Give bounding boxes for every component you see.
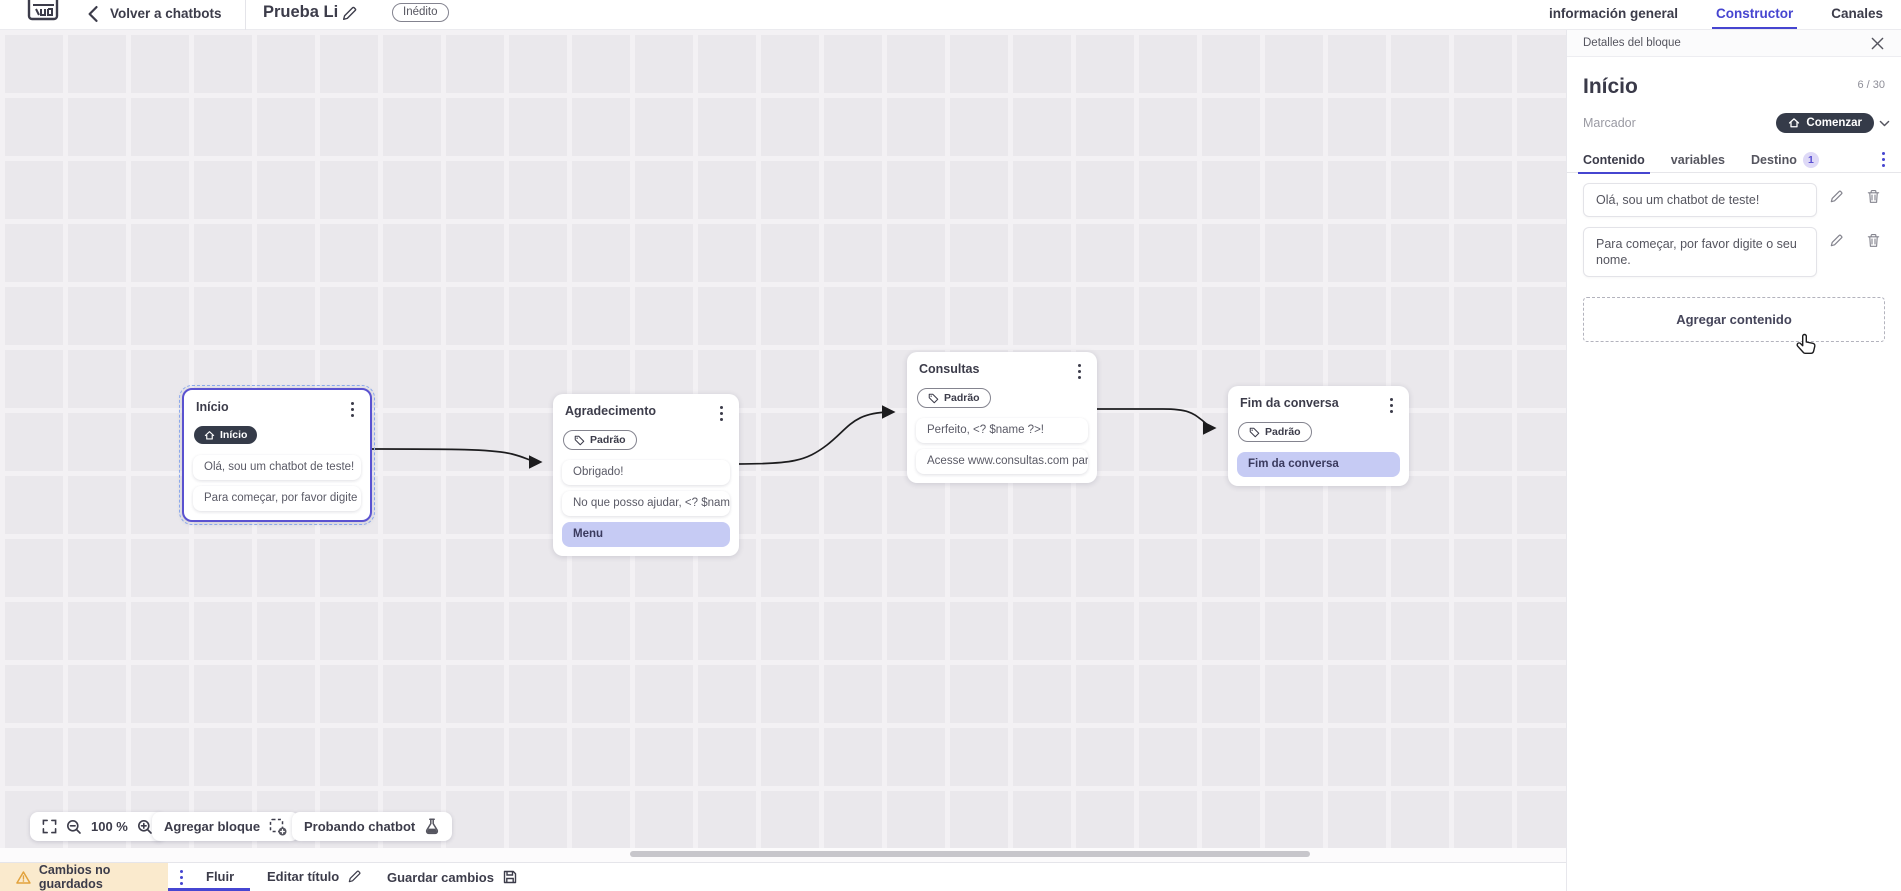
block-menu-icon[interactable] <box>347 400 358 419</box>
destino-count-badge: 1 <box>1802 151 1819 168</box>
back-to-chatbots-link[interactable]: Volver a chatbots <box>110 6 222 21</box>
save-changes-button[interactable]: Guardar cambios <box>387 869 518 885</box>
block-title: Agradecimento <box>565 404 656 418</box>
tab-constructor[interactable]: Constructor <box>1711 0 1798 30</box>
tag-icon <box>1249 427 1260 437</box>
close-icon[interactable] <box>1870 36 1885 51</box>
block-marker-badge: Início <box>194 426 258 444</box>
chatbot-title[interactable]: Prueba Li <box>263 3 339 21</box>
add-block-icon <box>269 818 287 835</box>
block-content-item[interactable]: Para começar, por favor digite o ... <box>193 485 361 511</box>
block-name-field[interactable]: Início <box>1583 75 1638 98</box>
home-icon <box>204 430 215 440</box>
bottom-bar: Cambios no guardados Fluir Editar título… <box>0 862 1566 891</box>
status-badge: Inédito <box>392 3 449 22</box>
block-title: Consultas <box>919 362 980 376</box>
wire-inicio-agradecimento <box>371 448 543 469</box>
content-message-card[interactable]: Para começar, por favor digite o seu nom… <box>1583 227 1817 277</box>
block-content-item[interactable]: No que posso ajudar, <? $name ... <box>562 490 730 516</box>
block-title: Início <box>196 400 229 414</box>
chevron-down-icon[interactable] <box>1878 117 1891 130</box>
tab-contenido[interactable]: Contenido <box>1578 147 1650 174</box>
delete-content-trash-icon[interactable] <box>1866 189 1881 204</box>
save-icon <box>503 870 517 884</box>
add-block-label: Agregar bloque <box>164 819 261 834</box>
panel-menu-icon[interactable] <box>1878 150 1889 169</box>
connection-wires <box>371 405 1217 469</box>
flow-canvas[interactable]: Início Início Olá, sou um chatbot de tes… <box>0 30 1566 862</box>
edit-title-pencil-icon[interactable] <box>341 5 358 22</box>
active-flow-underline <box>168 888 250 891</box>
block-marker-badge: Padrão <box>917 388 991 408</box>
app-logo-icon <box>27 0 60 21</box>
marker-label: Marcador <box>1583 116 1636 130</box>
zoom-out-icon[interactable] <box>66 819 82 835</box>
flow-block-fim-da-conversa[interactable]: Fim da conversa Padrão Fim da conversa <box>1228 386 1409 486</box>
block-marker-badge: Padrão <box>563 430 637 450</box>
warning-label: Cambios no guardados <box>38 863 111 891</box>
test-chatbot-button[interactable]: Probando chatbot <box>292 812 453 841</box>
block-content-item[interactable]: Acesse www.consultas.com par... <box>916 448 1088 474</box>
flow-menu-icon[interactable] <box>176 868 187 887</box>
block-content-item[interactable]: Obrigado! <box>562 459 730 485</box>
tag-icon <box>928 393 939 403</box>
add-content-button[interactable]: Agregar contenido <box>1583 297 1885 342</box>
block-menu-icon[interactable] <box>716 404 727 423</box>
topbar-divider <box>245 0 246 30</box>
tab-canales[interactable]: Canales <box>1831 6 1883 21</box>
zoom-toolbar: 100 % <box>30 812 165 841</box>
home-icon <box>1789 118 1800 128</box>
wire-consultas-fim <box>1097 408 1217 435</box>
back-chevron-icon[interactable] <box>84 4 104 24</box>
top-tab-list: información general Constructor Canales <box>1549 0 1883 30</box>
tab-informacion-general[interactable]: información general <box>1548 6 1678 21</box>
block-menu-icon[interactable] <box>1386 396 1397 415</box>
block-content-item-menu[interactable]: Menu <box>562 521 730 547</box>
flow-block-inicio[interactable]: Início Início Olá, sou um chatbot de tes… <box>179 385 375 525</box>
flask-icon <box>426 818 439 835</box>
tab-variables[interactable]: variables <box>1670 152 1726 167</box>
block-content-item[interactable]: Olá, sou um chatbot de teste! <box>193 454 361 480</box>
canvas-scrollbar[interactable] <box>630 851 1310 857</box>
block-menu-icon[interactable] <box>1074 362 1085 381</box>
block-content-item[interactable]: Perfeito, <? $name ?>! <box>916 417 1088 443</box>
edit-content-pencil-icon[interactable] <box>1829 189 1844 204</box>
delete-content-trash-icon[interactable] <box>1866 233 1881 248</box>
warning-icon <box>16 870 31 884</box>
block-marker-badge: Padrão <box>1238 422 1312 442</box>
top-bar: Volver a chatbots Prueba Li Inédito info… <box>0 0 1901 30</box>
test-chatbot-label: Probando chatbot <box>304 819 416 834</box>
block-title: Fim da conversa <box>1240 396 1339 410</box>
panel-tab-list: Contenido variables Destino 1 <box>1567 147 1901 174</box>
tag-icon <box>574 435 585 445</box>
wire-agradecimento-consultas <box>737 405 896 465</box>
tab-destino[interactable]: Destino 1 <box>1751 147 1819 173</box>
panel-header: Detalles del bloque <box>1567 30 1901 57</box>
edit-flow-title-button[interactable]: Editar título <box>267 869 362 884</box>
panel-header-title: Detalles del bloque <box>1583 37 1681 49</box>
zoom-in-icon[interactable] <box>137 819 153 835</box>
block-content-item[interactable]: Fim da conversa <box>1237 451 1400 477</box>
pencil-icon <box>348 870 361 883</box>
block-details-panel: Detalles del bloque Início 6 / 30 Marcad… <box>1566 30 1901 891</box>
unsaved-changes-warning: Cambios no guardados <box>0 863 168 891</box>
char-counter: 6 / 30 <box>1857 79 1885 91</box>
zoom-level: 100 % <box>91 819 128 834</box>
add-block-button[interactable]: Agregar bloque <box>152 812 300 841</box>
content-message-card[interactable]: Olá, sou um chatbot de teste! <box>1583 183 1817 217</box>
flow-block-consultas[interactable]: Consultas Padrão Perfeito, <? $name ?>! … <box>907 352 1097 483</box>
tab-fluir[interactable]: Fluir <box>206 869 235 884</box>
flow-block-agradecimento[interactable]: Agradecimento Padrão Obrigado! No que po… <box>553 394 739 556</box>
edit-content-pencil-icon[interactable] <box>1829 233 1844 248</box>
fit-screen-icon[interactable] <box>42 819 57 834</box>
marker-select[interactable]: Comenzar <box>1776 113 1874 133</box>
